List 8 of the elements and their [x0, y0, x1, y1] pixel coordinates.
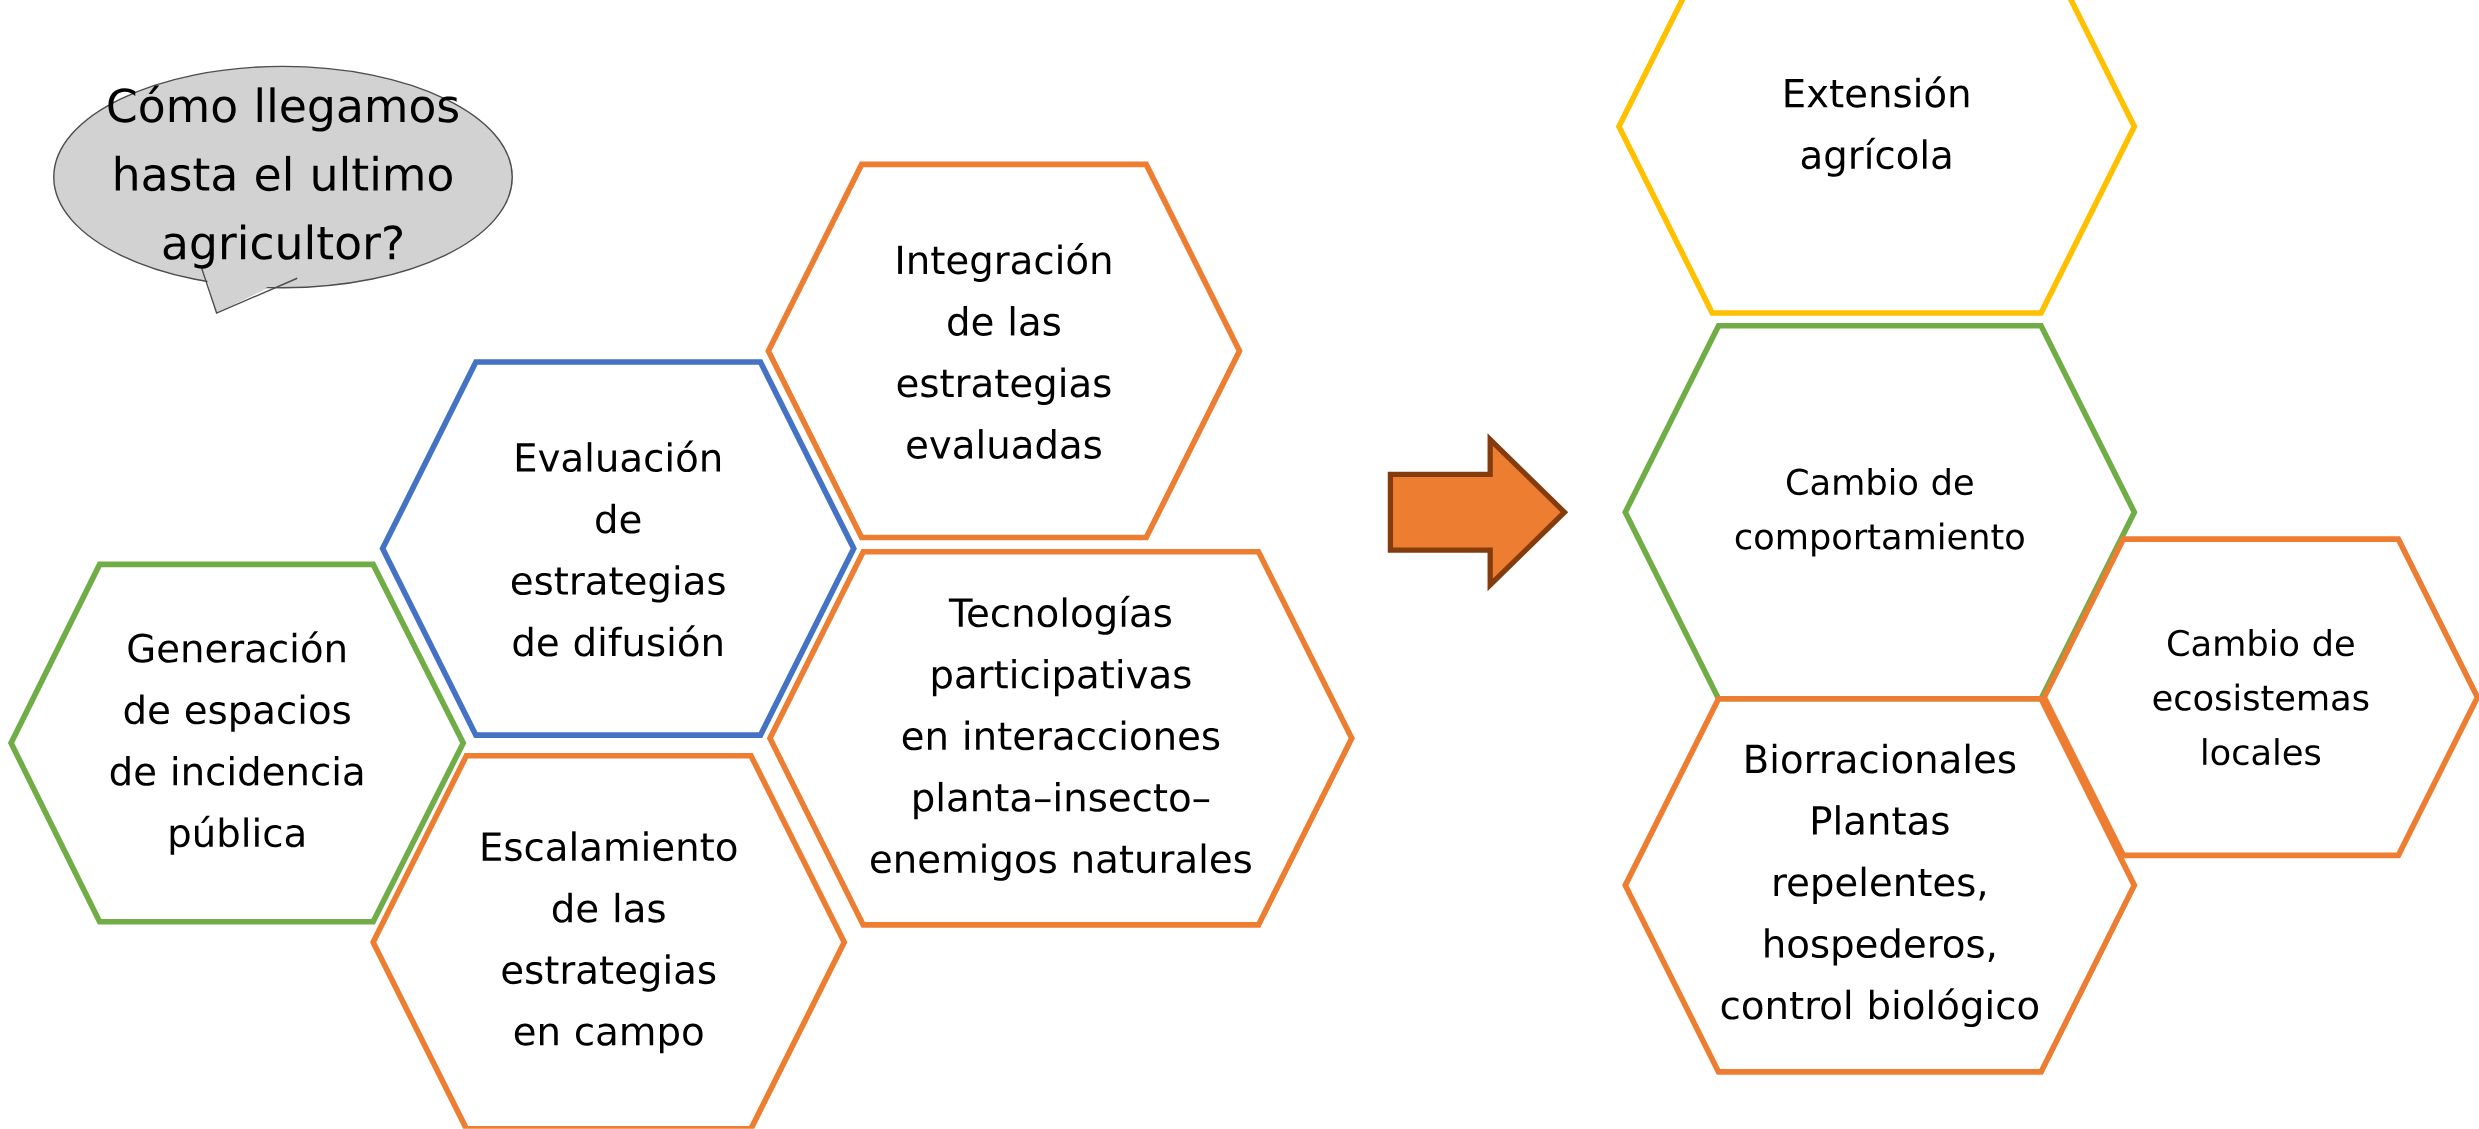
- hexagon: Evaluación de estrategias de difusión: [379, 359, 857, 739]
- hexagon: Cambio de ecosistemas locales: [2041, 536, 2479, 859]
- hexagon: Escalamiento de las estrategias en campo: [370, 753, 848, 1129]
- speech-bubble: Cómo llegamos hasta el ultimo agricultor?: [53, 65, 513, 315]
- hexagon: Cambio de comportamiento: [1622, 322, 2138, 702]
- hexagon: Integración de las estrategias evaluadas: [765, 161, 1243, 541]
- block-arrow: [1387, 433, 1569, 592]
- hexagon: Biorracionales Plantas repelentes, hospederos, control biológico: [1622, 696, 2138, 1075]
